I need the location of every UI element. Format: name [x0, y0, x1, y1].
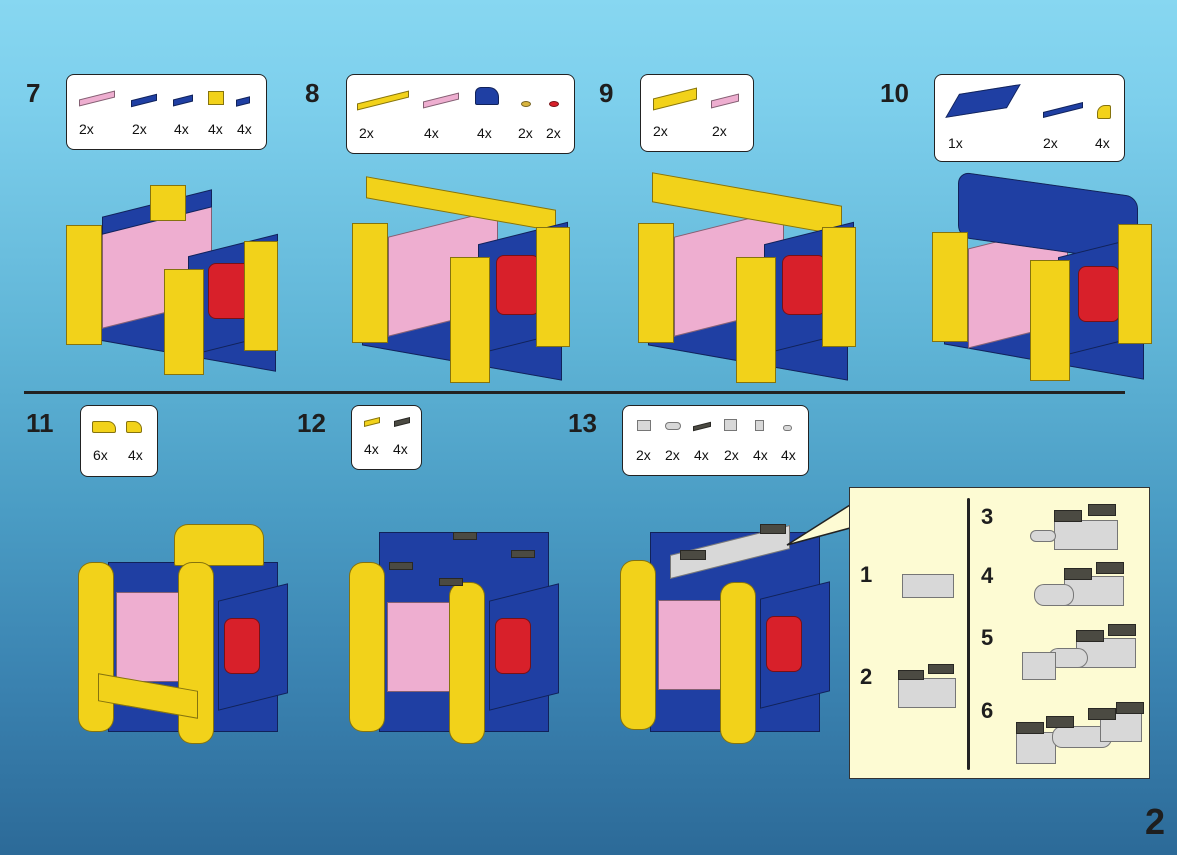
part-image: [521, 101, 531, 107]
part-quantity: 4x: [208, 121, 223, 137]
part-quantity: 4x: [237, 121, 252, 137]
substep-1-image: [902, 566, 954, 600]
part-image: [475, 87, 499, 105]
part-image: [394, 417, 410, 427]
part-quantity: 4x: [781, 447, 796, 463]
parts-list-step-12: 4x 4x: [351, 405, 422, 470]
part-quantity: 4x: [477, 125, 492, 141]
part-image: [79, 90, 115, 107]
part-quantity: 4x: [753, 447, 768, 463]
part-image: [549, 101, 559, 107]
parts-list-step-8: 2x 4x 4x 2x 2x: [346, 74, 575, 154]
step-number: 9: [599, 78, 614, 108]
parts-list-step-11: 6x 4x: [80, 405, 158, 477]
sub-assembly-callout: 1 2 3 4 5 6: [849, 487, 1150, 779]
parts-list-step-9: 2x 2x: [640, 74, 754, 152]
substep-number: 6: [981, 698, 994, 723]
part-quantity: 4x: [694, 447, 709, 463]
step-number: 13: [568, 408, 597, 438]
assembly-model-step-11: [78, 522, 296, 744]
page-number: 2: [1144, 801, 1165, 842]
part-quantity: 4x: [174, 121, 189, 137]
substep-6-image: [1016, 702, 1146, 768]
part-quantity: 1x: [948, 135, 963, 151]
part-image: [653, 87, 697, 111]
part-image: [1043, 102, 1083, 118]
substep-number: 3: [981, 504, 994, 529]
part-quantity: 4x: [364, 441, 379, 457]
parts-list-step-7: 2x 2x 4x 4x 4x: [66, 74, 267, 150]
part-quantity: 2x: [359, 125, 374, 141]
substep-number: 2: [860, 664, 873, 689]
assembly-model-step-8: [352, 176, 572, 383]
part-quantity: 2x: [546, 125, 561, 141]
part-image: [173, 94, 193, 107]
part-image: [665, 422, 681, 430]
assembly-model-step-9: [638, 172, 858, 383]
assembly-model-step-12: [349, 522, 567, 744]
part-quantity: 2x: [132, 121, 147, 137]
part-image: [637, 420, 651, 431]
parts-list-step-13: 2x 2x 4x 2x 4x 4x: [622, 405, 809, 476]
assembly-model-step-13: [620, 520, 840, 744]
part-image: [783, 425, 792, 431]
part-image: [208, 91, 224, 105]
part-quantity: 4x: [1095, 135, 1110, 151]
part-image: [711, 93, 739, 109]
part-quantity: 6x: [93, 447, 108, 463]
substep-2-image: [898, 664, 958, 708]
step-number: 10: [880, 78, 909, 108]
part-image: [236, 96, 250, 107]
part-image: [693, 421, 711, 432]
substep-number: 1: [860, 562, 873, 587]
substep-5-image: [1022, 624, 1142, 684]
part-image: [755, 420, 764, 431]
part-quantity: 4x: [424, 125, 439, 141]
part-quantity: 2x: [665, 447, 680, 463]
part-image: [131, 93, 157, 108]
assembly-model-step-7: [66, 185, 282, 375]
part-quantity: 2x: [712, 123, 727, 139]
assembly-model-step-10: [932, 171, 1157, 381]
step-number: 7: [26, 78, 41, 108]
step-number: 12: [297, 408, 326, 438]
part-image: [945, 84, 1021, 118]
substep-4-image: [1034, 562, 1134, 614]
substep-number: 4: [981, 563, 994, 588]
substep-3-image: [1030, 504, 1126, 556]
part-image: [92, 421, 116, 433]
part-image: [1097, 105, 1111, 119]
substep-number: 5: [981, 625, 994, 650]
callout-divider: [967, 498, 970, 770]
part-quantity: 4x: [393, 441, 408, 457]
step-number: 8: [305, 78, 320, 108]
part-image: [423, 92, 459, 109]
part-image: [357, 90, 409, 111]
parts-list-step-10: 1x 2x 4x: [934, 74, 1125, 162]
part-image: [126, 421, 142, 433]
part-image: [724, 419, 737, 431]
part-quantity: 2x: [653, 123, 668, 139]
part-quantity: 2x: [518, 125, 533, 141]
part-image: [364, 417, 380, 427]
part-quantity: 4x: [128, 447, 143, 463]
part-quantity: 2x: [79, 121, 94, 137]
section-divider: [24, 391, 1125, 394]
step-number: 11: [26, 408, 54, 438]
part-quantity: 2x: [1043, 135, 1058, 151]
part-quantity: 2x: [636, 447, 651, 463]
part-quantity: 2x: [724, 447, 739, 463]
